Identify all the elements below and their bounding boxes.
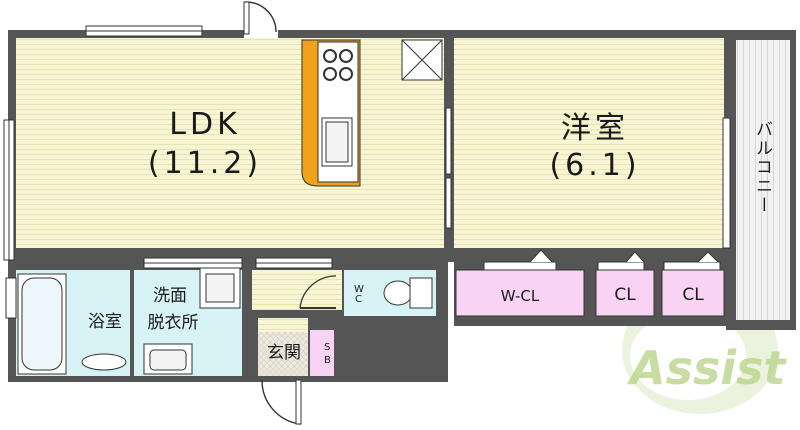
shoebox-label-s: S [324,342,331,353]
refrigerator-space [401,39,443,81]
top-door [243,1,278,38]
sliding-door [445,107,452,175]
hall-door [299,275,337,309]
balcony-label: バルコニー [752,120,772,215]
ldk-floor [16,38,444,248]
toilet-label-w: W [354,284,364,295]
toilet-label-c: C [355,294,362,305]
watermark-text: Assist [627,341,788,395]
bathroom-label: 浴室 [88,312,122,332]
closet-1-label: CL [614,285,636,305]
washroom-label-line2: 脱衣所 [147,313,199,333]
balcony [726,30,796,330]
closets [454,249,730,326]
walk-in-closet-label: W-CL [500,287,540,305]
shoebox-label-b: B [324,355,331,366]
ldk-size: (11.2) [147,146,263,181]
bathroom [5,270,130,376]
washroom-label-line1: 洗面 [153,286,187,306]
balcony-window [722,117,731,249]
western-room-size: (6.1) [549,148,641,183]
ldk-label: LDK [169,107,241,142]
entrance-label: 玄関 [267,343,301,363]
closet-2-label: CL [682,285,704,305]
hallway [252,270,342,310]
entrance [258,318,334,425]
kitchen-counter [301,39,361,187]
toilet-room [344,270,436,316]
western-room-floor [454,38,724,248]
washroom [134,257,243,376]
western-room-label: 洋室 [561,111,629,146]
